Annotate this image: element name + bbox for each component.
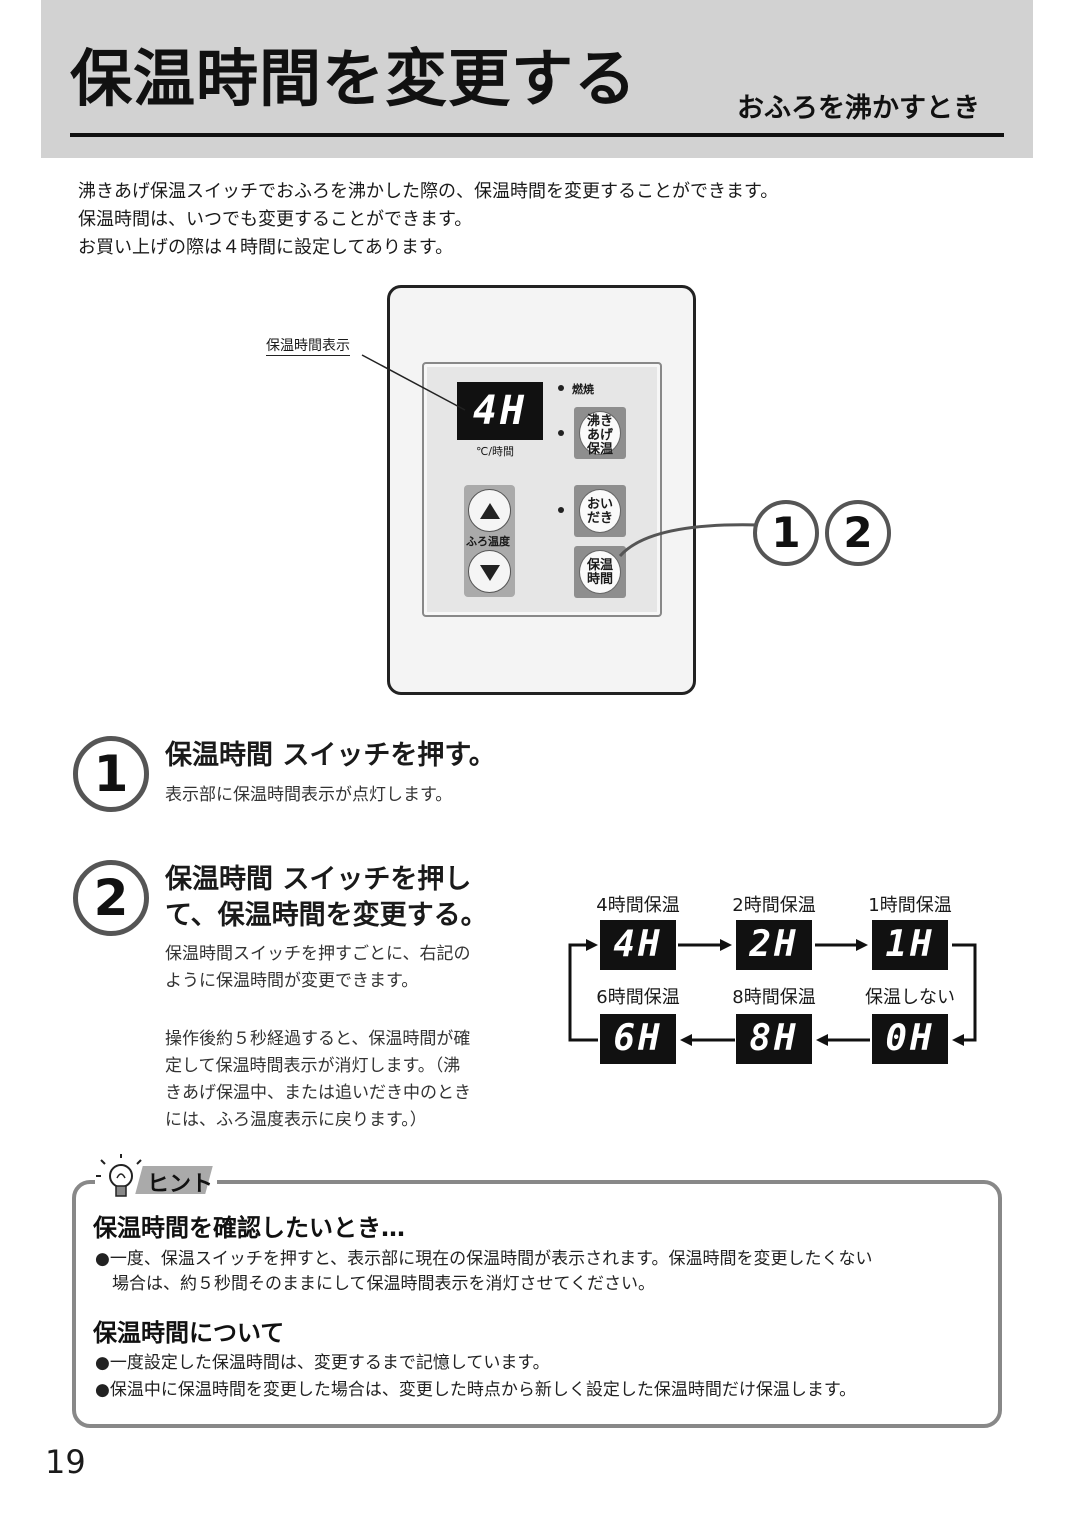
- hint-tag-label: ヒント: [147, 1172, 214, 1197]
- flow-label-6h: 6時間保温: [596, 987, 680, 1008]
- intro-line: 保温時間は、いつでも変更することができます。: [78, 209, 473, 230]
- desc-line: 定して保温時間表示が消灯します。（沸: [165, 1056, 461, 1076]
- hint-tag: ヒント: [95, 1154, 217, 1206]
- button-label-line: おい: [586, 497, 613, 512]
- wakiage-indicator-dot: [558, 430, 564, 436]
- bath-temp-label: ふろ温度: [466, 533, 510, 549]
- button-label-line: あげ: [586, 428, 613, 443]
- step-2-title-line: て、保温時間を変更する。: [165, 900, 488, 931]
- callout-step-1: 1: [753, 500, 819, 566]
- button-label-line: だき: [586, 511, 613, 526]
- lightbulb-icon: [96, 1154, 142, 1197]
- flow-display-1h: 1H: [872, 920, 948, 970]
- flow-display-2h: 2H: [736, 920, 812, 970]
- step-1-desc: 表示部に保温時間表示が点灯します。: [165, 785, 453, 805]
- hint-bullet: ●一度、保温スイッチを押すと、表示部に現在の保温時間が表示されます。保温時間を変…: [95, 1247, 872, 1297]
- callout-step-2: 2: [825, 500, 891, 566]
- flow-label-2h: 2時間保温: [732, 895, 816, 916]
- hint-box: [72, 1180, 1002, 1428]
- page-subtitle: おふろを沸かすとき: [737, 93, 980, 124]
- button-label-line: 保温: [586, 442, 613, 457]
- up-arrow-icon: [480, 503, 500, 519]
- flow-display-4h: 4H: [600, 920, 676, 970]
- flow-display-6h: 6H: [600, 1014, 676, 1064]
- oidaki-indicator-dot: [558, 507, 564, 513]
- display-callout-label: 保温時間表示: [266, 338, 350, 356]
- step-2-title: 保温時間 スイッチを押し て、保温時間を変更する。: [165, 862, 488, 934]
- oidaki-button[interactable]: おい だき: [574, 485, 626, 537]
- hoon-jikan-button-face: 保温 時間: [579, 550, 621, 594]
- flow-label-0h: 保温しない: [865, 987, 955, 1008]
- header-band: [41, 0, 1033, 158]
- hint-bullet: ●保温中に保温時間を変更した場合は、変更した時点から新しく設定した保温時間だけ保…: [95, 1380, 857, 1400]
- hint-bullet-line: ●一度、保温スイッチを押すと、表示部に現在の保温時間が表示されます。保温時間を変…: [95, 1249, 873, 1269]
- intro-line: 沸きあげ保温スイッチでおふろを沸かした際の、保温時間を変更することができます。: [78, 181, 779, 202]
- header-rule: [70, 133, 1004, 137]
- flow-label-4h: 4時間保温: [596, 895, 680, 916]
- intro-line: お買い上げの際は４時間に設定してあります。: [78, 237, 454, 258]
- temp-up-button[interactable]: [468, 489, 511, 532]
- wakiage-hoon-button-face: 沸き あげ 保温: [579, 411, 621, 457]
- flow-display-8h: 8H: [736, 1014, 812, 1064]
- down-arrow-icon: [480, 565, 500, 581]
- hint-heading-1: 保温時間を確認したいとき…: [93, 1214, 405, 1242]
- flow-label-1h: 1時間保温: [868, 895, 952, 916]
- hint-bullet-line: 場合は、約５秒間そのままにして保温時間表示を消灯させてください。: [95, 1274, 655, 1294]
- burn-indicator-label: 燃焼: [572, 383, 594, 396]
- hoon-jikan-button[interactable]: 保温 時間: [574, 546, 626, 598]
- step-1-title: 保温時間 スイッチを押す。: [165, 740, 496, 771]
- flow-display-0h: 0H: [872, 1014, 948, 1064]
- hint-heading-2: 保温時間について: [93, 1319, 285, 1347]
- desc-line: きあげ保温中、または追いだき中のとき: [165, 1083, 471, 1103]
- desc-line: ように保温時間が変更できます。: [165, 971, 419, 991]
- burn-indicator-dot: [558, 385, 564, 391]
- flow-label-8h: 8時間保温: [732, 987, 816, 1008]
- button-label-line: 時間: [586, 572, 613, 587]
- step-2-title-line: 保温時間 スイッチを押し: [165, 864, 472, 895]
- button-label-line: 保温: [586, 558, 613, 573]
- temp-down-button[interactable]: [468, 550, 511, 593]
- step-2-number: 2: [73, 860, 149, 936]
- display-unit-label: ℃/時間: [476, 445, 515, 458]
- desc-line: 操作後約５秒経過すると、保温時間が確: [165, 1029, 471, 1049]
- step-2-desc-1: 保温時間スイッチを押すごとに、右記の ように保温時間が変更できます。: [165, 941, 471, 995]
- page-title: 保温時間を変更する: [70, 42, 638, 115]
- page-number: 19: [45, 1443, 86, 1481]
- hint-bullet: ●一度設定した保温時間は、変更するまで記憶しています。: [95, 1353, 550, 1373]
- intro-text: 沸きあげ保温スイッチでおふろを沸かした際の、保温時間を変更することができます。 …: [78, 178, 778, 262]
- wakiage-hoon-button[interactable]: 沸き あげ 保温: [574, 407, 626, 459]
- step-1-number: 1: [73, 736, 149, 812]
- button-label-line: 沸き: [586, 414, 613, 429]
- remote-display: 4H: [457, 382, 543, 440]
- desc-line: には、ふろ温度表示に戻ります。）: [165, 1110, 427, 1130]
- desc-line: 保温時間スイッチを押すごとに、右記の: [165, 944, 471, 964]
- step-2-desc-2: 操作後約５秒経過すると、保温時間が確 定して保温時間表示が消灯します。（沸 きあ…: [165, 1026, 471, 1134]
- oidaki-button-face: おい だき: [579, 489, 621, 533]
